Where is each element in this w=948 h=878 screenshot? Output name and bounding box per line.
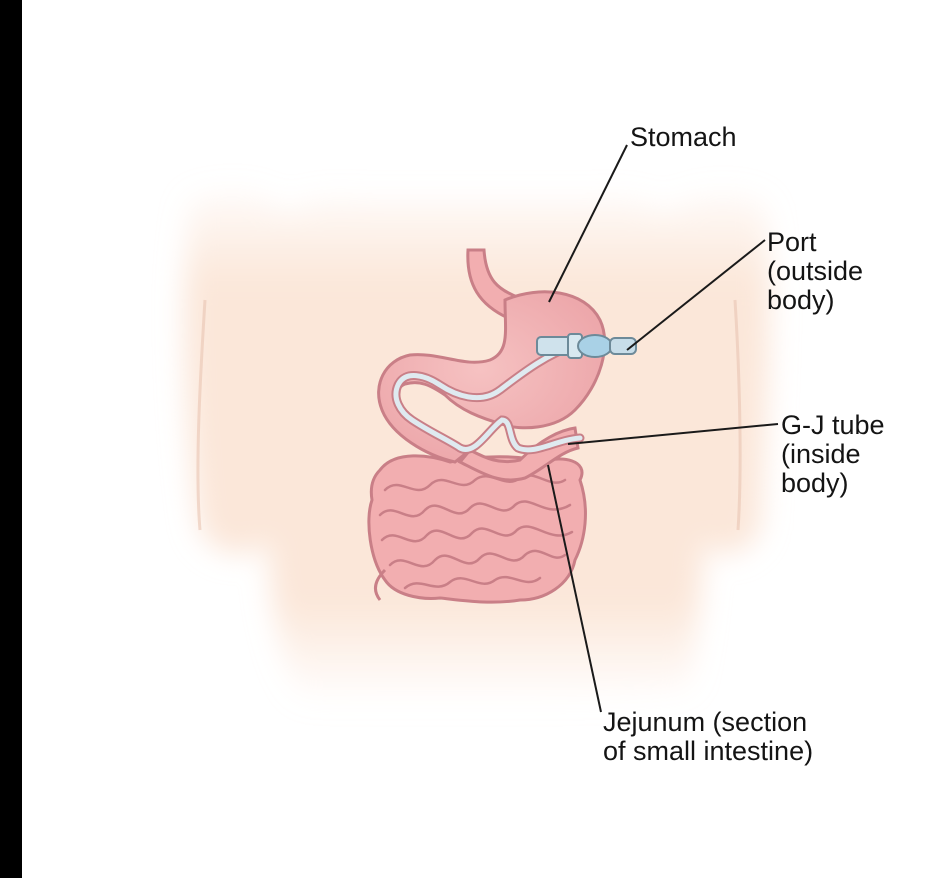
label-stomach: Stomach xyxy=(630,123,737,152)
label-port: Port (outside body) xyxy=(767,228,863,315)
small-intestine xyxy=(369,456,586,602)
label-jejunum: Jejunum (section of small intestine) xyxy=(603,708,813,766)
port-body xyxy=(537,337,571,355)
label-gj-tube: G-J tube (inside body) xyxy=(781,411,885,498)
port-device xyxy=(537,334,636,358)
port-valve xyxy=(578,335,612,357)
